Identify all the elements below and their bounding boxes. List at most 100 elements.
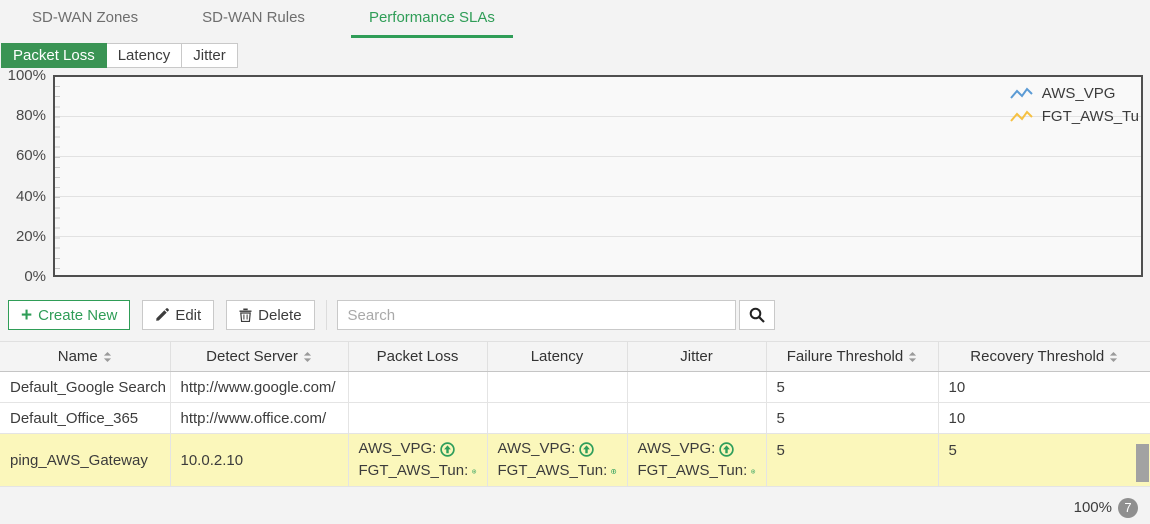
packet-loss-chart: 100% 80% 60% 40% 20% 0% AWS_VPG FGT_AWS_… xyxy=(0,68,1150,285)
column-header-packet-loss[interactable]: Packet Loss xyxy=(348,341,488,372)
sla-member: FGT_AWS_Tun: xyxy=(498,460,617,482)
column-header-detect-server[interactable]: Detect Server xyxy=(170,341,349,372)
search-input[interactable] xyxy=(336,300,736,330)
chart-plot-area: AWS_VPG FGT_AWS_Tu xyxy=(53,75,1143,277)
legend-label: FGT_AWS_Tu xyxy=(1041,108,1139,125)
column-header-latency[interactable]: Latency xyxy=(487,341,628,372)
column-header-name[interactable]: Name xyxy=(0,341,171,372)
sla-table: Name Detect Server Packet Loss Latency J… xyxy=(0,341,1150,487)
column-label: Packet Loss xyxy=(376,348,459,365)
cell-latency xyxy=(487,371,628,403)
column-label: Jitter xyxy=(680,348,713,365)
legend-item-fgt-aws-tu[interactable]: FGT_AWS_Tu xyxy=(1009,108,1139,125)
toolbar-divider xyxy=(325,300,327,330)
cell-jitter: AWS_VPG: FGT_AWS_Tun: xyxy=(627,433,767,487)
subtab-latency[interactable]: Latency xyxy=(105,43,183,68)
sort-icon xyxy=(103,351,111,362)
y-axis-tick: 20% xyxy=(15,228,46,245)
y-axis-tick: 80% xyxy=(15,107,46,124)
sla-member: FGT_AWS_Tun: xyxy=(638,460,756,482)
line-series-icon xyxy=(1009,109,1033,122)
sort-icon xyxy=(909,351,917,362)
tab-performance-slas[interactable]: Performance SLAs xyxy=(350,0,513,38)
gridline xyxy=(55,196,1141,197)
subtab-packet-loss[interactable]: Packet Loss xyxy=(1,43,107,68)
cell-jitter xyxy=(627,371,767,403)
sort-icon xyxy=(1110,351,1118,362)
table-header-row: Name Detect Server Packet Loss Latency J… xyxy=(0,341,1150,372)
trash-icon xyxy=(239,308,252,322)
table-row-selected[interactable]: ping_AWS_Gateway 10.0.2.10 AWS_VPG: FGT_… xyxy=(0,433,1150,487)
member-label: AWS_VPG: xyxy=(637,440,716,457)
cell-jitter xyxy=(627,402,767,434)
main-tab-bar: SD-WAN Zones SD-WAN Rules Performance SL… xyxy=(0,0,1150,38)
column-header-recovery-threshold[interactable]: Recovery Threshold xyxy=(938,341,1150,372)
status-up-icon xyxy=(751,468,756,474)
cell-failure-threshold: 5 xyxy=(766,433,939,487)
column-label: Detect Server xyxy=(206,348,298,365)
cell-name: Default_Office_365 xyxy=(0,402,171,434)
tab-sdwan-rules[interactable]: SD-WAN Rules xyxy=(202,9,305,26)
sla-member: AWS_VPG: xyxy=(359,438,477,460)
y-axis-tick: 40% xyxy=(15,188,46,205)
sla-member: FGT_AWS_Tun: xyxy=(359,460,477,482)
member-label: AWS_VPG: xyxy=(497,440,576,457)
sla-member: AWS_VPG: xyxy=(638,438,756,460)
column-header-jitter[interactable]: Jitter xyxy=(627,341,767,372)
y-axis-tick: 60% xyxy=(15,147,46,164)
vertical-scrollbar-thumb[interactable] xyxy=(1136,444,1149,482)
status-up-icon xyxy=(719,441,735,457)
sort-icon xyxy=(303,351,311,362)
member-label: AWS_VPG: xyxy=(358,440,437,457)
legend-label: AWS_VPG xyxy=(1041,85,1116,102)
cell-packet-loss: AWS_VPG: FGT_AWS_Tun: xyxy=(348,433,488,487)
cell-packet-loss xyxy=(348,371,488,403)
subtab-jitter[interactable]: Jitter xyxy=(181,43,238,68)
column-header-failure-threshold[interactable]: Failure Threshold xyxy=(766,341,939,372)
legend-item-aws-vpg[interactable]: AWS_VPG xyxy=(1009,85,1116,102)
edit-label: Edit xyxy=(175,306,202,324)
y-axis-minor-ticks xyxy=(55,77,60,275)
column-label: Latency xyxy=(530,348,584,365)
cell-name: ping_AWS_Gateway xyxy=(0,433,171,487)
record-count-badge[interactable]: 7 xyxy=(1118,497,1138,518)
cell-name: Default_Google Search xyxy=(0,371,171,403)
edit-button[interactable]: Edit xyxy=(142,300,215,330)
status-up-icon xyxy=(472,468,477,474)
gridline xyxy=(55,156,1141,157)
cell-detect-server: 10.0.2.10 xyxy=(170,433,349,487)
cell-packet-loss xyxy=(348,402,488,434)
cell-recovery-threshold: 10 xyxy=(938,402,1150,434)
plus-icon: + xyxy=(21,304,33,326)
cell-detect-server: http://www.google.com/ xyxy=(170,371,349,403)
sla-member: AWS_VPG: xyxy=(498,438,617,460)
cell-detect-server: http://www.office.com/ xyxy=(170,402,349,434)
status-up-icon xyxy=(579,441,595,457)
line-series-icon xyxy=(1009,86,1033,99)
pencil-icon xyxy=(156,308,170,321)
column-label: Name xyxy=(57,348,98,365)
metric-subtabs: Packet Loss Latency Jitter xyxy=(1,43,238,68)
search-button[interactable] xyxy=(738,300,775,330)
column-label: Failure Threshold xyxy=(786,348,904,365)
table-row[interactable]: Default_Google Search http://www.google.… xyxy=(0,371,1150,403)
member-label: FGT_AWS_Tun: xyxy=(637,462,748,479)
gridline xyxy=(55,236,1141,237)
tab-sdwan-zones[interactable]: SD-WAN Zones xyxy=(32,9,139,26)
cell-latency: AWS_VPG: FGT_AWS_Tun: xyxy=(487,433,628,487)
table-toolbar: + Create New Edit Delete xyxy=(8,299,1142,331)
cell-failure-threshold: 5 xyxy=(766,402,939,434)
cell-failure-threshold: 5 xyxy=(766,371,939,403)
delete-button[interactable]: Delete xyxy=(226,300,315,330)
member-label: FGT_AWS_Tun: xyxy=(358,462,469,479)
y-axis-tick: 0% xyxy=(24,268,46,285)
status-up-icon xyxy=(440,441,456,457)
y-axis-tick: 100% xyxy=(7,67,46,84)
create-new-button[interactable]: + Create New xyxy=(8,300,131,330)
create-new-label: Create New xyxy=(38,306,118,324)
table-row[interactable]: Default_Office_365 http://www.office.com… xyxy=(0,402,1150,434)
delete-label: Delete xyxy=(258,306,302,324)
cell-recovery-threshold: 10 xyxy=(938,371,1150,403)
gridline xyxy=(55,116,1141,117)
search-icon xyxy=(749,307,765,323)
